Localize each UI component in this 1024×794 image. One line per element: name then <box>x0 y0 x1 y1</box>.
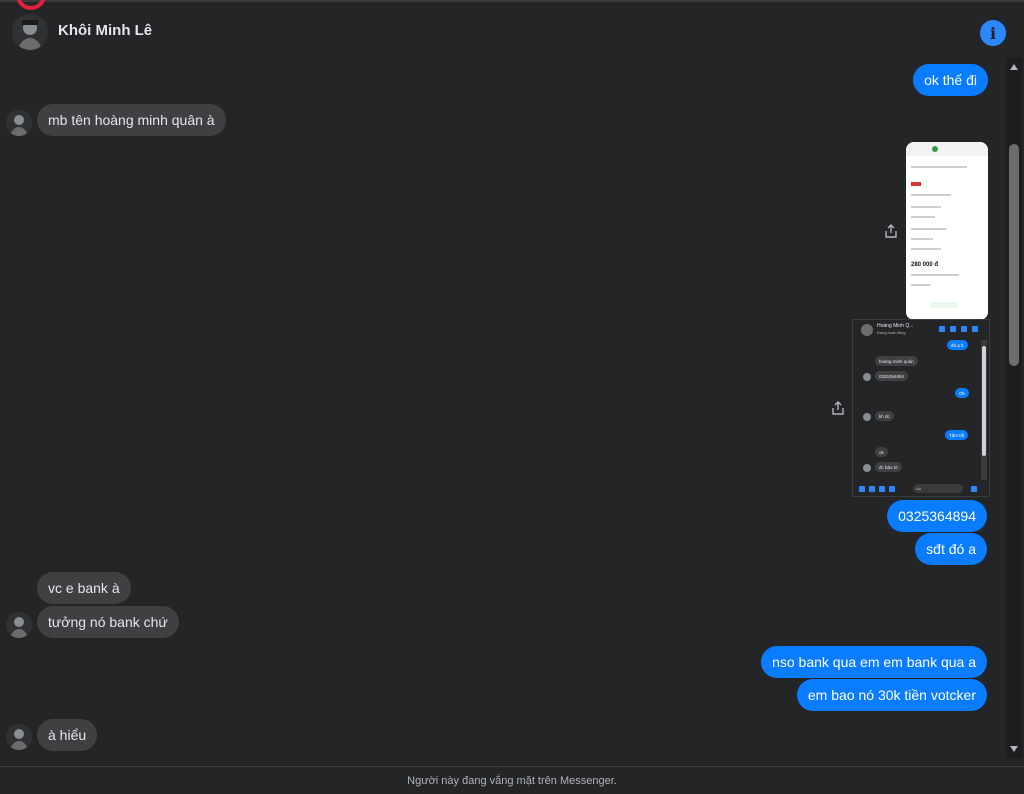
message-scrollbar[interactable] <box>1006 58 1022 758</box>
share-icon[interactable] <box>830 400 846 416</box>
receipt-line <box>911 228 947 230</box>
capture-scrollbar <box>981 340 987 480</box>
message-bubble-incoming[interactable]: mb tên hoàng minh quân à <box>37 104 226 136</box>
like-icon <box>971 486 977 492</box>
capture-bubble: đc bảo tờ <box>875 462 902 472</box>
message-bubble-incoming[interactable]: vc e bank à <box>37 572 131 604</box>
capture-sender-avatar <box>863 413 871 421</box>
capture-toolbar <box>939 326 987 332</box>
sender-avatar[interactable] <box>6 110 32 136</box>
capture-avatar <box>861 324 873 336</box>
message-bubble-outgoing[interactable]: em bao nó 30k tiền votcker <box>796 679 987 711</box>
message-list[interactable]: ok thế đi mb tên hoàng minh quân à <box>0 58 1006 764</box>
capture-bubble: đó ạ b <box>947 340 968 350</box>
receipt-line <box>911 274 959 276</box>
plus-icon <box>859 486 865 492</box>
minimize-icon <box>961 326 967 332</box>
sticker-icon <box>879 486 885 492</box>
sender-avatar[interactable] <box>6 724 32 750</box>
capture-status: Đang hoạt động <box>877 330 906 335</box>
share-icon[interactable] <box>883 223 899 239</box>
message-bubble-outgoing[interactable]: ok thế đi <box>913 64 988 96</box>
receipt-line <box>911 248 941 250</box>
message-bubble-outgoing[interactable]: 0325364894 <box>887 500 987 532</box>
receipt-line <box>911 284 931 286</box>
capture-contact-name: Hoàng Minh Q... <box>877 323 914 329</box>
capture-header: Hoàng Minh Q... Đang hoạt động <box>853 320 989 340</box>
scroll-up-icon[interactable] <box>1010 64 1018 70</box>
scroll-down-icon[interactable] <box>1010 746 1018 752</box>
bank-logo-icon <box>911 182 921 186</box>
info-icon[interactable]: i <box>980 20 1006 46</box>
contact-avatar[interactable] <box>12 14 48 50</box>
capture-bubble: ok <box>875 447 888 457</box>
image-attachment-chat[interactable]: Hoàng Minh Q... Đang hoạt động đó ạ b ho… <box>852 319 990 497</box>
receipt-line <box>911 194 951 196</box>
receipt-amount: 280 000 đ <box>911 262 939 268</box>
message-bubble-incoming[interactable]: à hiểu <box>37 719 98 751</box>
message-bubble-outgoing[interactable]: nso bank qua em em bank qua a <box>761 646 987 678</box>
contact-name[interactable]: Khôi Minh Lê <box>58 22 153 39</box>
top-divider <box>0 0 1024 2</box>
image-icon <box>869 486 875 492</box>
message-bubble-incoming[interactable]: tưởng nó bank chứ <box>37 606 179 638</box>
close-icon <box>972 326 978 332</box>
video-icon <box>939 326 945 332</box>
capture-bubble: kh đc <box>875 411 894 421</box>
message-bubble-outgoing[interactable]: sđt đó a <box>915 533 987 565</box>
away-status-footer: Người này đang vắng mặt trên Messenger. <box>0 766 1024 794</box>
check-icon <box>932 146 938 152</box>
gif-icon <box>889 486 895 492</box>
capture-input: Aa <box>913 484 963 493</box>
receipt-line <box>911 166 967 168</box>
capture-bubble: Tâm tốt <box>945 430 969 440</box>
capture-bubble: hoàng minh quân <box>875 356 918 366</box>
scrollbar-thumb[interactable] <box>1009 144 1019 366</box>
capture-sender-avatar <box>863 373 871 381</box>
sender-avatar[interactable] <box>6 612 32 638</box>
capture-bubble: Ok <box>955 388 969 398</box>
capture-bubble: 0325364894 <box>875 371 909 381</box>
receipt-line <box>911 206 941 208</box>
receipt-status-bar <box>906 142 988 156</box>
capture-sender-avatar <box>863 464 871 472</box>
receipt-line <box>911 238 933 240</box>
receipt-line <box>911 216 935 218</box>
phone-icon <box>950 326 956 332</box>
chat-header: Khôi Minh Lê i <box>0 2 1024 58</box>
receipt-footer <box>930 302 958 308</box>
image-attachment-receipt[interactable]: 280 000 đ <box>906 142 988 320</box>
capture-composer: Aa <box>853 482 989 496</box>
